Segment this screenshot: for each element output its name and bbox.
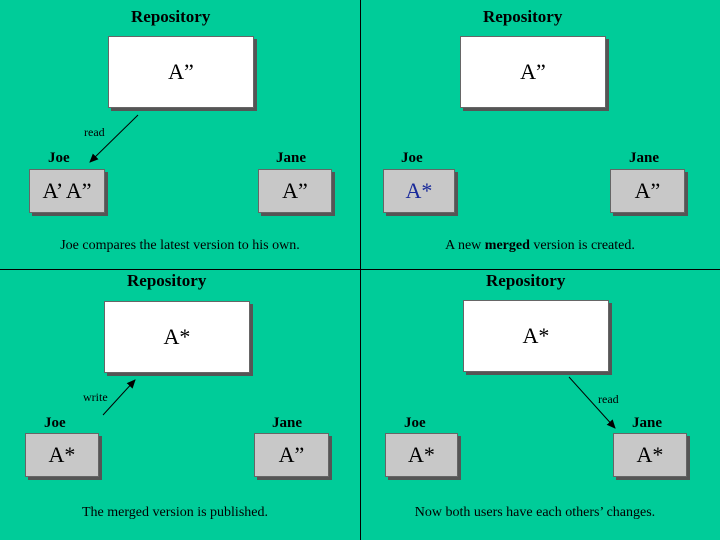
br-jane-box: A* [613,433,687,477]
bl-caption: The merged version is published. [82,505,268,520]
tr-caption-bold: merged [484,238,530,253]
tr-joe-label: Joe [401,150,423,166]
bl-repository-title: Repository [127,271,207,290]
tl-joe-box: A’ A” [29,169,105,213]
horizontal-divider [0,269,720,270]
bl-joe-label: Joe [44,415,66,431]
tr-joe-box: A* [383,169,455,213]
tr-caption-prefix: A new [445,238,485,253]
br-caption: Now both users have each others’ changes… [414,505,656,520]
tr-repository-box: A” [460,36,606,108]
bl-arrow-label: write [83,390,108,404]
br-arrow-label: read [598,392,619,406]
tl-repository-box: A” [108,36,254,108]
tr-jane-label: Jane [629,150,659,166]
tl-jane-label: Jane [276,150,306,166]
tr-jane-box: A” [610,169,685,213]
bl-joe-box: A* [25,433,99,477]
vertical-divider [360,0,361,540]
br-repository-title: Repository [486,271,566,290]
tr-caption: A new merged version is created. [360,238,720,254]
br-joe-box: A* [385,433,458,477]
bl-jane-label: Jane [272,415,302,431]
bl-repository-box: A* [104,301,250,373]
br-jane-label: Jane [632,415,662,431]
tl-jane-box: A” [258,169,332,213]
tl-repository-title: Repository [131,7,211,26]
tr-repository-title: Repository [483,7,563,26]
bl-write-arrow [102,379,136,416]
bl-jane-box: A” [254,433,329,477]
tr-caption-suffix: version is created. [529,238,635,253]
tl-joe-label: Joe [48,150,70,166]
tl-arrow-label: read [84,125,105,139]
tl-caption: Joe compares the latest version to his o… [60,238,300,253]
br-joe-label: Joe [404,415,426,431]
br-repository-box: A* [463,300,609,372]
